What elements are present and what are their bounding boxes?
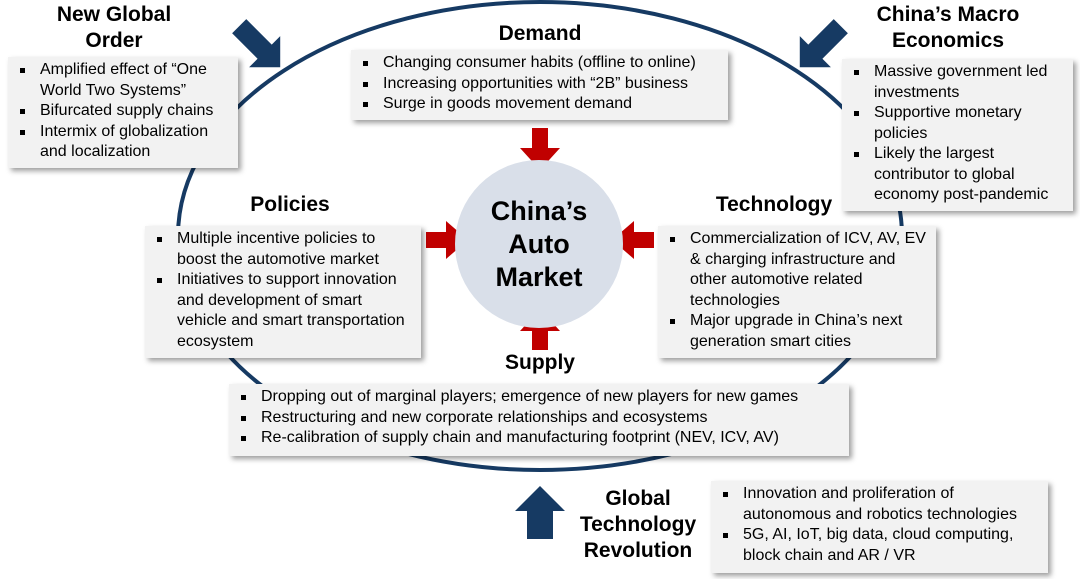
demand-box: Changing consumer habits (offline to onl… bbox=[351, 50, 728, 120]
list-item: Amplified effect of “One World Two Syste… bbox=[18, 60, 232, 101]
macro-economics-title: China’s Macro Economics bbox=[876, 3, 1020, 52]
technology-arrow-icon bbox=[612, 221, 654, 259]
new-global-order-title: New Global Order bbox=[56, 3, 172, 52]
supply-box: Dropping out of marginal players; emerge… bbox=[229, 384, 849, 456]
policies-arrow-icon bbox=[426, 221, 468, 259]
list-item: Bifurcated supply chains bbox=[18, 101, 232, 122]
global-tech-box: Innovation and proliferation of autonomo… bbox=[711, 481, 1048, 573]
list-item: Surge in goods movement demand bbox=[361, 94, 722, 115]
list-item: Increasing opportunities with “2B” busin… bbox=[361, 74, 722, 95]
list-item: Restructuring and new corporate relation… bbox=[239, 408, 843, 429]
demand-arrow-icon bbox=[520, 128, 560, 170]
list-item: Changing consumer habits (offline to onl… bbox=[361, 53, 722, 74]
list-item: Intermix of globalization and localizati… bbox=[18, 122, 232, 163]
list-item: Supportive monetary policies bbox=[852, 103, 1067, 144]
list-item: Commercialization of ICV, AV, EV & charg… bbox=[668, 229, 930, 311]
list-item: 5G, AI, IoT, big data, cloud computing, … bbox=[721, 525, 1042, 566]
global-tech-title: Global Technology Revolution bbox=[579, 487, 697, 562]
policies-box: Multiple incentive policies to boost the… bbox=[145, 226, 421, 358]
center-circle: China’s Auto Market bbox=[455, 160, 623, 328]
center-line-1: China’s bbox=[490, 195, 588, 226]
technology-box: Commercialization of ICV, AV, EV & charg… bbox=[658, 226, 936, 358]
macro-economics-box: Massive government led investments Suppo… bbox=[842, 59, 1073, 211]
list-item: Multiple incentive policies to boost the… bbox=[155, 229, 415, 270]
list-item: Likely the largest contributor to global… bbox=[852, 144, 1067, 206]
technology-title: Technology bbox=[715, 193, 833, 216]
list-item: Initiatives to support innovation and de… bbox=[155, 270, 415, 352]
list-item: Massive government led investments bbox=[852, 62, 1067, 103]
list-item: Re-calibration of supply chain and manuf… bbox=[239, 428, 843, 449]
policies-title: Policies bbox=[250, 193, 330, 216]
demand-title: Demand bbox=[498, 22, 582, 45]
supply-title: Supply bbox=[504, 351, 575, 374]
list-item: Dropping out of marginal players; emerge… bbox=[239, 387, 843, 408]
new-global-order-box: Amplified effect of “One World Two Syste… bbox=[8, 57, 238, 168]
supply-arrow-icon bbox=[520, 309, 560, 350]
new-global-order-arrow-icon bbox=[232, 19, 281, 68]
center-line-2: Auto bbox=[508, 228, 570, 259]
center-line-3: Market bbox=[495, 261, 583, 292]
global-tech-arrow-icon bbox=[515, 486, 565, 539]
list-item: Innovation and proliferation of autonomo… bbox=[721, 484, 1042, 525]
macro-economics-arrow-icon bbox=[799, 19, 848, 68]
list-item: Major upgrade in China’s next generation… bbox=[668, 311, 930, 352]
